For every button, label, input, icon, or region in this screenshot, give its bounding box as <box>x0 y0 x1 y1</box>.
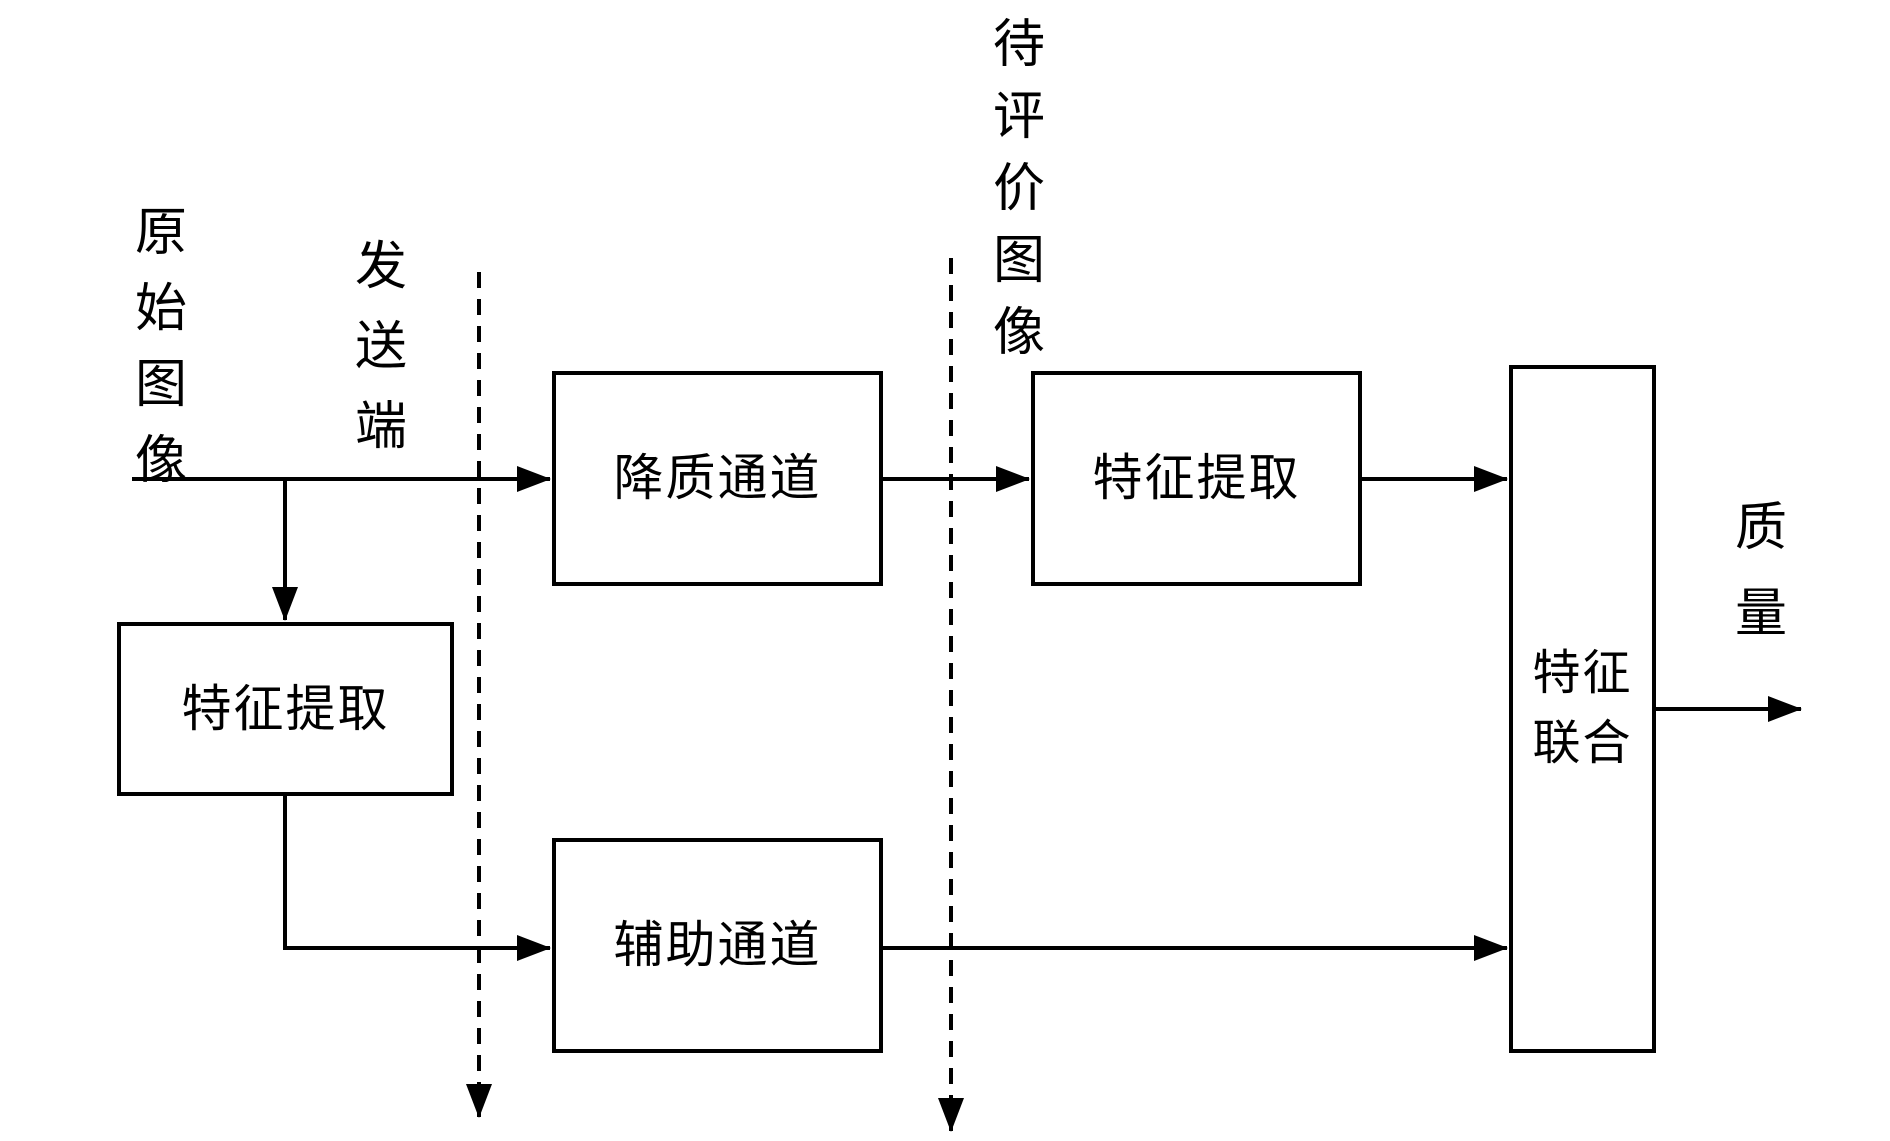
label-original-image: 原 始 图 像 <box>134 205 187 490</box>
box-auxiliary-channel: 辅助通道 <box>552 838 883 1053</box>
box-feature-combination: 特征 联合 <box>1509 365 1656 1053</box>
box-degradation-channel: 降质通道 <box>552 371 883 586</box>
label-quality-output: 质 量 <box>1734 500 1787 643</box>
box-feature-extraction-reference: 特征提取 <box>117 622 454 796</box>
label-image-under-evaluation: 待 评 价 图 像 <box>992 17 1045 362</box>
box-feature-extraction-distorted: 特征提取 <box>1031 371 1362 586</box>
arrow-reference-extraction-to-auxiliary <box>283 796 551 961</box>
label-sender-side: 发 送 端 <box>354 239 407 456</box>
